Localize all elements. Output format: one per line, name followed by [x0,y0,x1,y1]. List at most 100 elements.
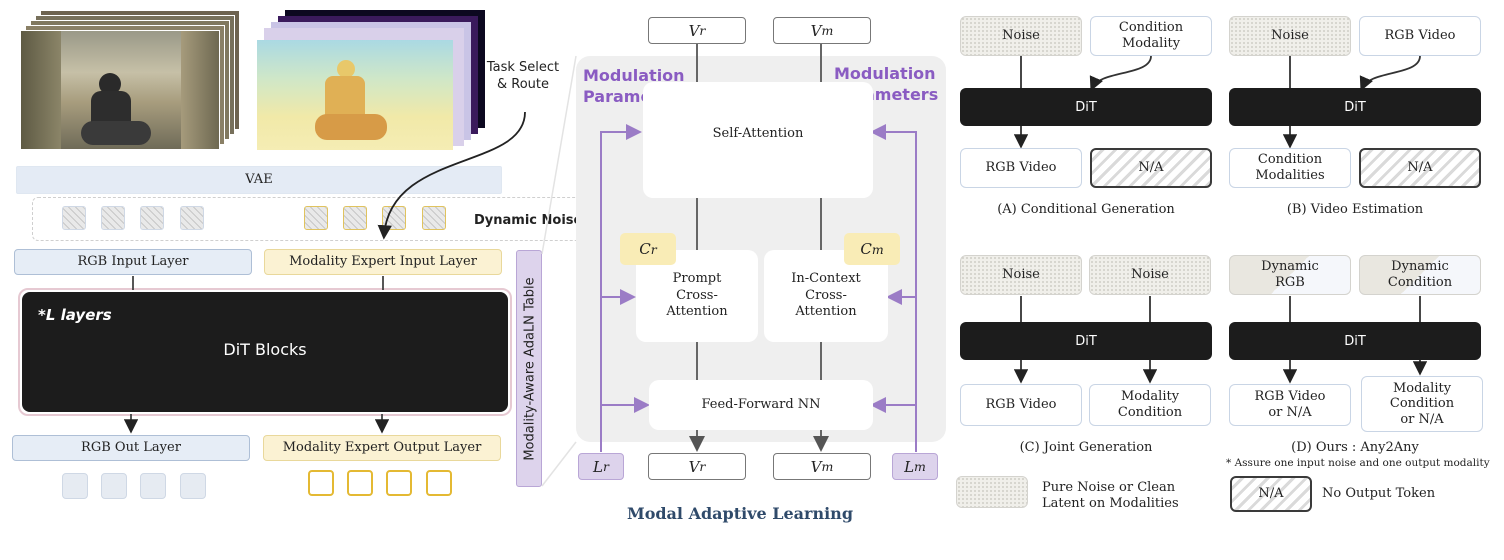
legend-na-text: No Output Token [1322,486,1436,501]
panel-a-output-rgb: RGB Video [960,148,1082,188]
panel-c-dit-label: DiT [1075,333,1097,349]
panel-c-input-noise-1-label: Noise [1002,266,1040,282]
panel-d-output-rgb: RGB Video or N/A [1229,384,1351,426]
vae-bar: VAE [16,166,502,194]
v-m-subscript: m [821,23,834,38]
panel-a-output-rgb-label: RGB Video [985,159,1057,175]
panel-c-caption: (C) Joint Generation [1019,440,1153,455]
v-m-subscript: m [821,459,834,474]
panel-a-caption: (A) Conditional Generation [997,202,1175,217]
incontext-cross-attention-block: In-Context Cross- Attention [764,250,888,342]
panel-d-dit-label: DiT [1344,333,1366,349]
dit-blocks-label: DiT Blocks [223,340,307,359]
panel-d-input-dynamic-rgb: Dynamic RGB [1229,255,1351,295]
panel-b-output-na-label: N/A [1407,159,1433,175]
panel-b-dit-label: DiT [1344,99,1366,115]
dynamic-noise-label: Dynamic Noise [474,213,583,228]
panel-a-dit-label: DiT [1075,99,1097,115]
modality-expert-output-layer: Modality Expert Output Layer [263,435,501,461]
panel-a-dit: DiT [960,88,1212,126]
panel-b-input-rgb-label: RGB Video [1384,27,1456,43]
panel-b-output-conditions-label: Condition Modalities [1255,151,1325,183]
c-r-subscript: r [650,241,657,257]
panel-d-output-rgb-label: RGB Video or N/A [1254,389,1326,420]
l-m-symbol: L [904,457,915,476]
output-tile [140,473,166,499]
panel-a-output-na: N/A [1090,148,1212,188]
incontext-cross-attention-label: In-Context Cross- Attention [791,270,861,320]
legend-na-box: N/A [1230,476,1312,512]
panel-b-input-noise-label: Noise [1271,27,1309,43]
rgb-input-layer-label: RGB Input Layer [77,253,189,269]
panel-d-input-dynamic-rgb-label: Dynamic RGB [1261,259,1319,290]
feed-forward-block: Feed-Forward NN [649,380,873,430]
v-r-symbol: V [688,21,700,40]
panel-b-dit: DiT [1229,88,1481,126]
output-tile [347,470,373,496]
output-tile [426,470,452,496]
panel-c-input-noise-2: Noise [1089,255,1211,295]
v-r-symbol: V [688,457,700,476]
l-r-symbol: L [593,457,603,476]
v-r-subscript: r [699,459,706,474]
panel-d-input-dynamic-condition: Dynamic Condition [1359,255,1481,295]
modality-expert-output-layer-label: Modality Expert Output Layer [282,439,482,455]
dit-blocks-outer [18,288,512,416]
vae-label: VAE [245,171,273,187]
noise-tile [304,206,328,230]
dit-blocks: *L layers DiT Blocks [22,292,508,412]
panel-c-output-rgb: RGB Video [960,384,1082,426]
output-tile [386,470,412,496]
panel-a-input-noise: Noise [960,16,1082,56]
noise-tile [62,206,86,230]
feed-forward-label: Feed-Forward NN [701,396,821,412]
rgb-out-layer: RGB Out Layer [12,435,250,461]
output-tile [101,473,127,499]
panel-d-note: * Assure one input noise and one output … [1226,457,1490,469]
noise-tile [343,206,367,230]
rgb-out-layer-label: RGB Out Layer [81,439,181,455]
legend-noise-swatch [956,476,1028,508]
condition-frame-image [257,40,453,150]
self-attention-block: Self-Attention [643,82,873,198]
rgb-input-layer: RGB Input Layer [14,249,252,275]
panel-a-input-noise-label: Noise [1002,27,1040,43]
l-r-subscript: r [602,459,609,474]
self-attention-label: Self-Attention [712,125,804,141]
prompt-cross-attention-block: Prompt Cross- Attention [636,250,758,342]
noise-tile [180,206,204,230]
panel-b-caption: (B) Video Estimation [1286,202,1424,217]
v-m-symbol: V [810,21,822,40]
v-r-subscript: r [699,23,706,38]
modality-expert-input-layer-label: Modality Expert Input Layer [289,253,477,269]
legend-noise-text: Pure Noise or Clean Latent on Modalities [1042,480,1179,512]
legend-na-box-label: N/A [1258,485,1284,501]
panel-c-input-noise-2-label: Noise [1131,266,1169,282]
rgb-frame-image [20,30,220,150]
output-tile [308,470,334,496]
adaln-table: Modality-Aware AdaLN Table [516,250,542,487]
c-r-symbol: C [639,240,651,258]
noise-tile [422,206,446,230]
panel-b-input-rgb: RGB Video [1359,16,1481,56]
c-m-symbol: C [860,240,872,258]
panel-a-output-na-label: N/A [1138,159,1164,175]
panel-d-input-dynamic-condition-label: Dynamic Condition [1387,259,1453,290]
modal-adaptive-title: Modal Adaptive Learning [626,504,853,523]
l-m-subscript: m [914,459,926,474]
panel-c-output-rgb-label: RGB Video [985,396,1057,412]
task-select-label: Task Select & Route [486,60,560,92]
layers-label: *L layers [38,306,112,324]
panel-c-output-modality: Modality Condition [1089,384,1211,426]
prompt-cross-attention-label: Prompt Cross- Attention [666,270,728,320]
c-m-subscript: m [871,241,884,257]
noise-tile [140,206,164,230]
panel-c-dit: DiT [960,322,1212,360]
output-tile [180,473,206,499]
